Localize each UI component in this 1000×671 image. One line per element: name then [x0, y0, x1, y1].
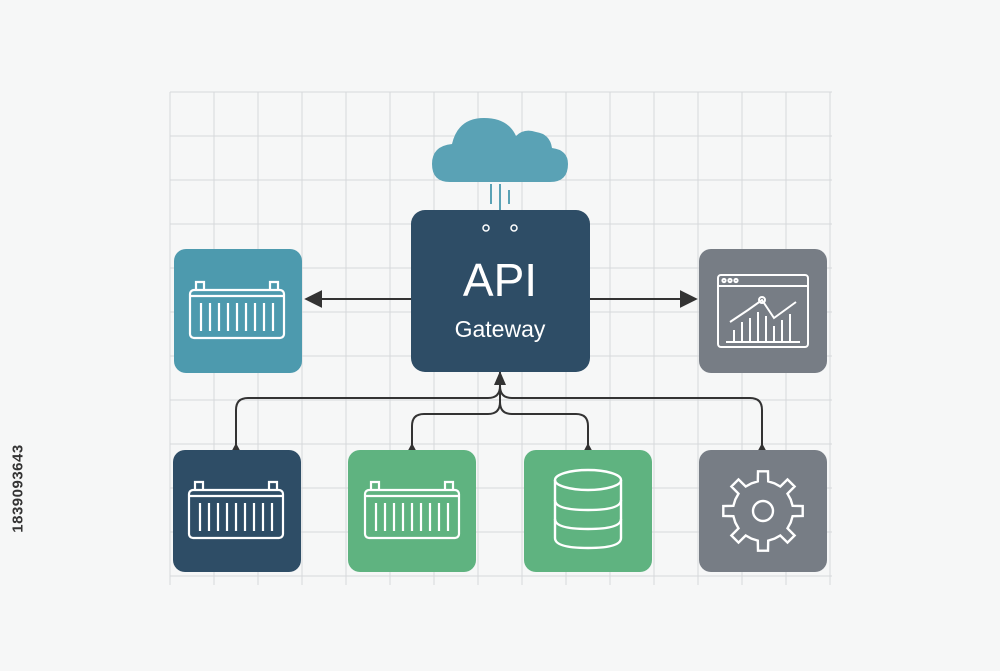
- node-bottom-container-navy[interactable]: [173, 450, 301, 572]
- node-top-left-container[interactable]: [174, 249, 302, 373]
- bus-line-outer-right: [499, 385, 763, 447]
- cloud-icon: [432, 118, 568, 210]
- port-dot-left: [482, 224, 490, 232]
- gateway-title: API: [463, 254, 537, 306]
- bus-line-outer: [235, 372, 501, 447]
- bus-line-inner: [411, 380, 501, 447]
- container-icon: [187, 480, 285, 540]
- arrowhead-into-gateway: [494, 371, 506, 385]
- node-bottom-database[interactable]: [524, 450, 652, 572]
- node-bottom-container-green[interactable]: [348, 450, 476, 572]
- api-gateway-box[interactable]: API Gateway: [411, 210, 590, 372]
- database-icon: [553, 468, 623, 550]
- node-bottom-settings[interactable]: [699, 450, 827, 572]
- node-top-right-dashboard[interactable]: [699, 249, 827, 373]
- dashboard-chart-icon: [717, 274, 809, 348]
- image-id-watermark: 1839093643: [9, 444, 27, 533]
- port-dot-right: [510, 224, 518, 232]
- bus-line-inner-right: [499, 401, 589, 447]
- container-icon: [363, 480, 461, 540]
- gear-icon: [722, 470, 804, 552]
- container-icon: [188, 280, 286, 340]
- gateway-subtitle: Gateway: [455, 316, 546, 342]
